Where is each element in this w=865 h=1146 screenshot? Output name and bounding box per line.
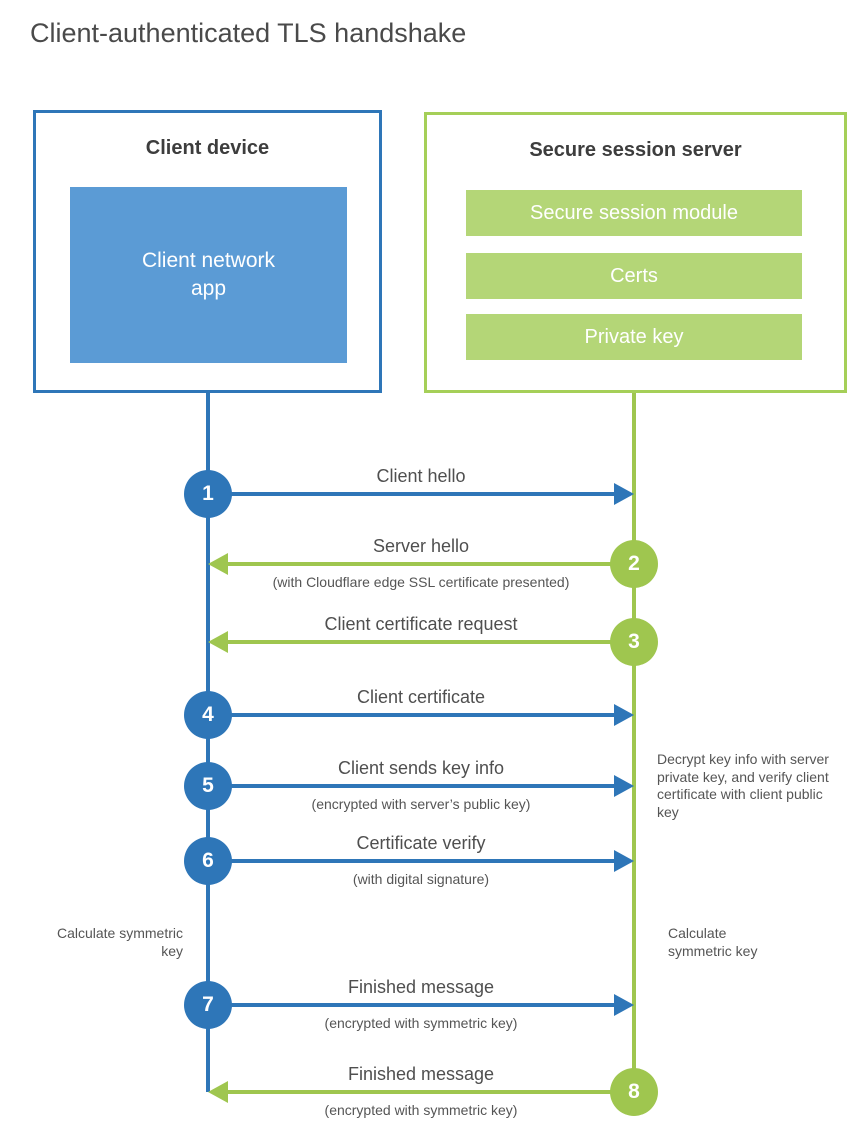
- step-3-label: Client certificate request: [324, 614, 518, 634]
- step-2-arrow-line: [228, 562, 632, 566]
- server-lifeline: [632, 393, 636, 1093]
- step-3-marker: 3: [610, 618, 658, 666]
- step-4-label: Client certificate: [356, 687, 486, 707]
- step-3-arrowhead-icon: [208, 631, 228, 653]
- step-1-arrowhead-icon: [614, 483, 634, 505]
- server-module-private-key: Private key: [466, 314, 802, 360]
- note-calculate-symmetric-key-client: Calculate symmetric key: [56, 925, 183, 959]
- step-5-sublabel: (encrypted with server’s public key): [311, 796, 531, 812]
- step-5-arrowhead-icon: [614, 775, 634, 797]
- step-6-label: Certificate verify: [356, 833, 486, 853]
- step-7-sublabel: (encrypted with symmetric key): [324, 1015, 518, 1031]
- step-8-marker: 8: [610, 1068, 658, 1116]
- step-2-label: Server hello: [372, 536, 470, 556]
- client-network-app-label: Client network app: [141, 249, 276, 300]
- step-1-label: Client hello: [376, 466, 466, 486]
- step-6-sublabel: (with digital signature): [352, 871, 490, 887]
- step-6-arrowhead-icon: [614, 850, 634, 872]
- step-7-arrow-line: [212, 1003, 616, 1007]
- step-7-label: Finished message: [347, 977, 495, 997]
- step-3-arrow-line: [228, 640, 632, 644]
- step-4-arrow-line: [212, 713, 616, 717]
- step-1-arrow-line: [212, 492, 616, 496]
- step-5-marker: 5: [184, 762, 232, 810]
- step-2-arrowhead-icon: [208, 553, 228, 575]
- secure-session-server-title: Secure session server: [529, 139, 742, 161]
- step-5-arrow-line: [212, 784, 616, 788]
- server-module-secure-session: Secure session module: [466, 190, 802, 236]
- step-2-sublabel: (with Cloudflare edge SSL certificate pr…: [272, 574, 570, 590]
- step-1-marker: 1: [184, 470, 232, 518]
- step-2-marker: 2: [610, 540, 658, 588]
- step-5-label: Client sends key info: [337, 758, 505, 778]
- note-decrypt-key-info: Decrypt key info with server private key…: [657, 751, 829, 820]
- step-8-arrow-line: [228, 1090, 632, 1094]
- client-device-title: Client device: [145, 137, 270, 159]
- step-4-arrowhead-icon: [614, 704, 634, 726]
- client-lifeline: [206, 393, 210, 1092]
- step-7-marker: 7: [184, 981, 232, 1029]
- step-4-marker: 4: [184, 691, 232, 739]
- step-8-label: Finished message: [347, 1064, 495, 1084]
- step-8-arrowhead-icon: [208, 1081, 228, 1103]
- step-6-arrow-line: [212, 859, 616, 863]
- step-8-sublabel: (encrypted with symmetric key): [324, 1102, 518, 1118]
- note-calculate-symmetric-key-server: Calculate symmetric key: [668, 925, 758, 959]
- step-7-arrowhead-icon: [614, 994, 634, 1016]
- client-network-app-box: Client network app: [70, 187, 347, 363]
- server-module-certs: Certs: [466, 253, 802, 299]
- step-6-marker: 6: [184, 837, 232, 885]
- page-title: Client-authenticated TLS handshake: [30, 18, 467, 48]
